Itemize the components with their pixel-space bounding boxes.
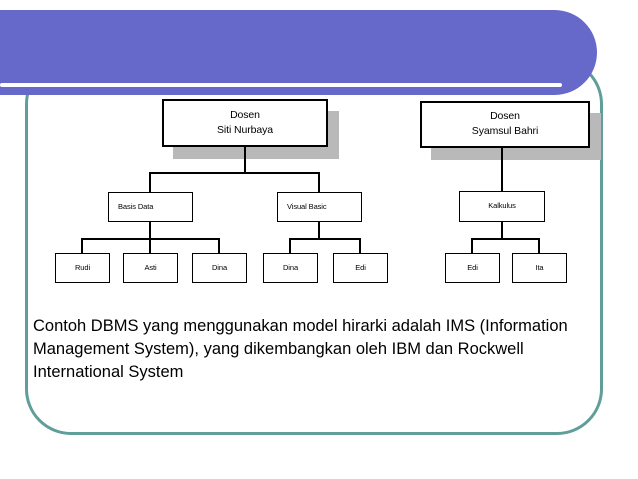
connector-line xyxy=(218,238,220,253)
tree1-student-asti: Asti xyxy=(123,253,178,283)
tree1-student-dina2: Dina xyxy=(263,253,318,283)
student-label: Dina xyxy=(211,262,228,272)
student-label: Rudi xyxy=(74,262,91,272)
banner-accent-stripe xyxy=(0,83,562,87)
connector-line xyxy=(359,238,361,253)
connector-line xyxy=(501,148,503,191)
course-label: Visual Basic xyxy=(287,201,327,211)
tree1-root-line1: Dosen xyxy=(230,108,260,121)
tree1-root-node: Dosen Siti Nurbaya xyxy=(162,99,328,147)
connector-line xyxy=(318,172,320,192)
title-banner xyxy=(0,10,597,95)
tree1-student-dina1: Dina xyxy=(192,253,247,283)
tree2-student-edi: Edi xyxy=(445,253,500,283)
connector-line xyxy=(149,222,151,238)
tree2-course-kalkulus: Kalkulus xyxy=(459,191,545,222)
tree2-root-node: Dosen Syamsul Bahri xyxy=(420,101,590,148)
connector-line xyxy=(149,172,151,192)
course-label: Kalkulus xyxy=(488,201,516,211)
connector-line xyxy=(244,147,246,172)
tree2-root-line2: Syamsul Bahri xyxy=(471,125,539,137)
tree1-course-visual-basic: Visual Basic xyxy=(277,192,362,222)
tree1-root-line2: Siti Nurbaya xyxy=(217,123,273,136)
student-label: Dina xyxy=(282,262,299,272)
caption-text: Contoh DBMS yang menggunakan model hirar… xyxy=(33,317,568,381)
tree2-root-line1: Dosen xyxy=(490,110,520,123)
student-label: Edi xyxy=(467,262,478,272)
connector-line xyxy=(81,238,83,253)
connector-line xyxy=(501,222,503,238)
connector-line xyxy=(149,238,151,253)
tree1-course-basis-data: Basis Data xyxy=(108,192,193,222)
connector-line xyxy=(538,238,540,253)
course-label: Basis Data xyxy=(118,201,154,211)
tree2-student-ita: Ita xyxy=(512,253,567,283)
student-label: Ita xyxy=(535,262,544,272)
connector-line xyxy=(289,238,291,253)
connector-line xyxy=(289,238,361,240)
student-label: Edi xyxy=(355,262,366,272)
tree1-student-rudi: Rudi xyxy=(55,253,110,283)
connector-line xyxy=(471,238,473,253)
student-label: Asti xyxy=(144,262,157,272)
connector-line xyxy=(149,172,320,174)
connector-line xyxy=(471,238,540,240)
connector-line xyxy=(318,222,320,238)
tree1-student-edi: Edi xyxy=(333,253,388,283)
